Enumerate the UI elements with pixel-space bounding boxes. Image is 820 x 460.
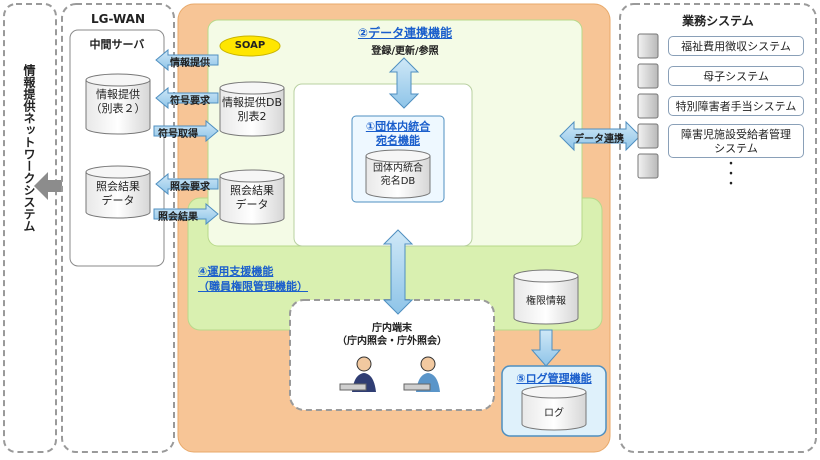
arrow-auth-log bbox=[530, 329, 562, 367]
db-info-label: 情報提供 （別表２） bbox=[90, 88, 146, 115]
lg-wan-title: LG-WAN bbox=[91, 12, 145, 26]
arrow-info-provide bbox=[155, 48, 219, 72]
db-info-cylinder bbox=[85, 73, 151, 135]
arrow-terminal-link bbox=[382, 229, 414, 315]
left-system-label: 情報提供ネットワークシステム bbox=[22, 64, 36, 232]
middle-server-title: 中間サーバ bbox=[89, 38, 145, 51]
address-title: ①団体内統合 宛名機能 bbox=[365, 120, 431, 147]
system-item: 母子システム bbox=[668, 66, 804, 86]
auth-info-label: 権限情報 bbox=[526, 296, 566, 307]
terminal-title: 庁内端末 （庁内照会・庁外照会） bbox=[337, 323, 447, 347]
query-result-label: 照会結果 bbox=[158, 212, 198, 223]
arrow-query-result bbox=[153, 202, 219, 226]
soap-label: SOAP bbox=[234, 40, 266, 51]
log-db-label: ログ bbox=[544, 408, 564, 419]
db-result-cylinder bbox=[85, 165, 151, 219]
query-request-label: 照会要求 bbox=[170, 182, 210, 193]
arrow-query-request bbox=[155, 172, 219, 196]
middle-server-box bbox=[69, 29, 165, 267]
code-get-label: 符号取得 bbox=[158, 129, 198, 140]
address-db-label: 団体内統合 宛名DB bbox=[373, 163, 423, 187]
db-info2-label: 情報提供DB 別表2 bbox=[221, 96, 283, 123]
soap-ellipse bbox=[219, 35, 281, 57]
data-link-title: ②データ連携機能 bbox=[357, 26, 453, 40]
terminal-box bbox=[289, 299, 495, 411]
more-dots: ・ ・ ・ bbox=[726, 159, 736, 190]
person-icon bbox=[339, 356, 376, 392]
db-info2-cylinder bbox=[219, 81, 285, 137]
db-result2-label: 照会結果 データ bbox=[230, 184, 274, 211]
code-request-label: 符号要求 bbox=[170, 96, 210, 107]
db-auth-cylinder bbox=[513, 269, 579, 325]
db-result-label: 照会結果 データ bbox=[96, 180, 140, 207]
db-log-cylinder bbox=[521, 385, 587, 431]
person-icon bbox=[403, 356, 440, 392]
system-item: 特別障害者手当システム bbox=[668, 96, 804, 116]
arrow-code-get bbox=[153, 119, 219, 143]
business-title: 業務システム bbox=[682, 14, 754, 28]
data-link-label: データ連携 bbox=[574, 134, 624, 145]
server-icon bbox=[637, 33, 659, 179]
db-address-cylinder bbox=[365, 149, 431, 199]
info-provide-label: 情報提供 bbox=[170, 58, 210, 69]
arrow-reg-update-ref bbox=[388, 57, 420, 109]
left-system-box bbox=[3, 3, 57, 453]
ops-title: ④運用支援機能 （職員権限管理機能） bbox=[198, 265, 308, 293]
business-box bbox=[619, 3, 817, 453]
arrow-code-request bbox=[155, 86, 219, 110]
log-title: ⑤ログ管理機能 bbox=[516, 372, 592, 385]
db-result2-cylinder bbox=[219, 169, 285, 225]
system-item: 障害児施設受給者管理 システム bbox=[668, 124, 804, 158]
reg-update-ref-label: 登録/更新/参照 bbox=[371, 46, 439, 57]
system-item: 福祉費用徴収システム bbox=[668, 36, 804, 56]
